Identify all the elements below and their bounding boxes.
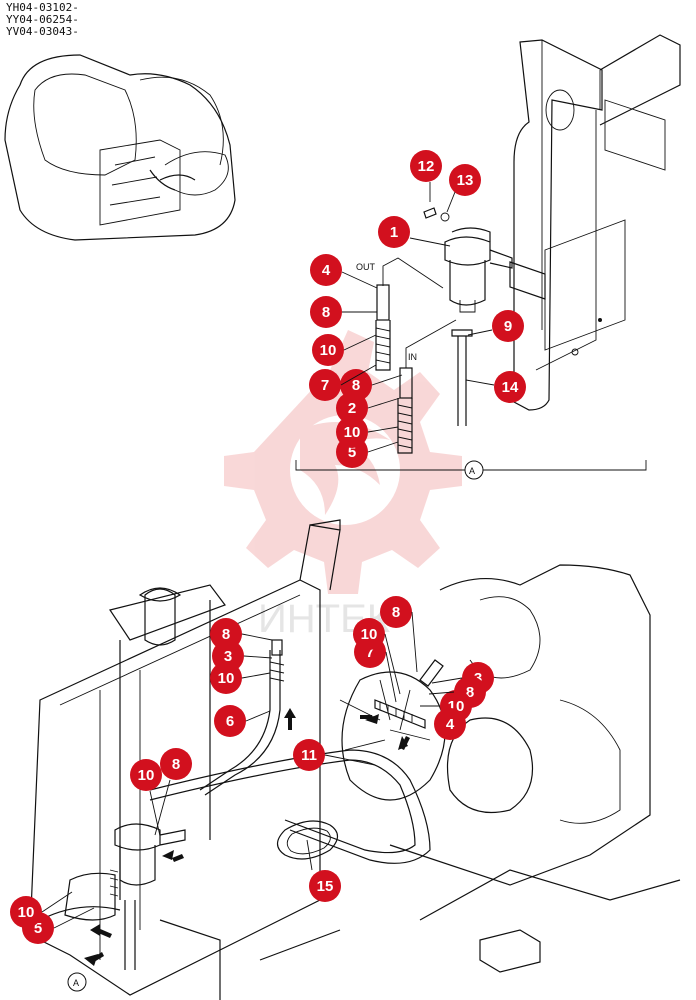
callout-label: 10 [344,424,361,441]
callout-8-fan: 8 [380,596,412,628]
callout-12: 12 [410,150,442,182]
callout-label: 11 [301,747,317,764]
serial-number: YV04-03043- [6,25,79,38]
callout-label: 7 [321,377,329,394]
callout-label: 15 [317,878,334,895]
view-letter-a-main: A [73,978,79,988]
callout-10-bottom: 10 [10,896,42,928]
callout-label: 4 [446,716,455,733]
callout-label: 7 [366,644,374,661]
callout-13: 13 [449,164,481,196]
callout-label: 8 [172,756,180,773]
serial-number: YH04-03102- [6,1,79,14]
callout-10-main: 10 [210,662,242,694]
callout-label: 8 [222,626,230,643]
callout-label: 14 [502,379,519,396]
callout-label: 3 [224,648,232,665]
callout-label: 8 [352,377,360,394]
callouts: 12 13 1 4 8 9 10 7 14 2 8 5 10 3 8 10 6 … [10,150,526,944]
label-out: OUT [356,262,376,272]
callout-label: 13 [457,172,474,189]
callout-label: 10 [320,342,337,359]
callout-10-detail: 10 [312,334,344,366]
serial-number: YY04-06254- [6,13,79,26]
callout-label: 5 [348,444,356,461]
callout-label: 8 [466,684,474,701]
callout-label: 10 [218,670,235,687]
detail-view-a [295,34,681,480]
callout-label: 10 [361,626,378,643]
machine-overview-inset [4,54,236,241]
callout-8-detail: 8 [310,296,342,328]
callout-4-engine: 4 [434,708,466,740]
callout-7: 7 [309,369,341,401]
label-in: IN [408,352,417,362]
callout-label: 6 [226,713,234,730]
callout-label: 9 [504,318,512,335]
callout-14: 14 [494,371,526,403]
callout-4: 4 [310,254,342,286]
callout-label: 10 [138,767,155,784]
callout-15: 15 [309,870,341,902]
serial-number-block: YH04-03102- YY04-06254- YV04-03043- [6,2,79,38]
callout-leaders [41,182,495,929]
callout-9: 9 [492,310,524,342]
callout-label: 2 [348,400,356,417]
callout-label: 4 [322,262,331,279]
callout-1: 1 [378,216,410,248]
callout-8-filter: 8 [160,748,192,780]
callout-label: 8 [392,604,400,621]
callout-6: 6 [214,705,246,737]
callout-10-fan: 10 [353,618,385,650]
callout-label: 10 [18,904,35,921]
callout-8-main: 8 [210,618,242,650]
callout-label: 1 [390,224,398,241]
callout-label: 12 [418,158,435,175]
callout-10-filter: 10 [130,759,162,791]
callout-label: 8 [322,304,330,321]
callout-8-inlet: 8 [340,369,372,401]
callout-label: 5 [34,920,42,937]
view-letter-a: A [469,466,475,476]
callout-11: 11 [293,739,325,771]
callout-10-inlet: 10 [336,416,368,448]
